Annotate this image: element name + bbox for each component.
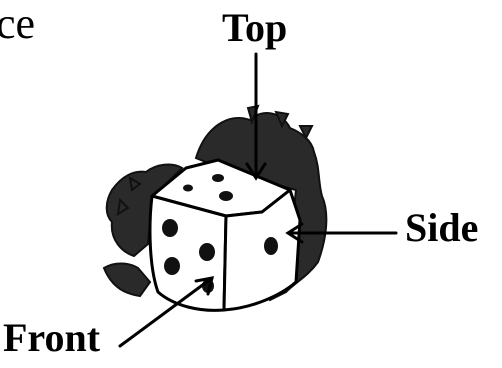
pip [164, 257, 180, 275]
top-label: Top [222, 8, 287, 48]
front-label: Front [3, 318, 100, 358]
pip [212, 174, 224, 182]
pip [264, 237, 278, 255]
side-label: Side [405, 208, 478, 248]
side-face-pips [264, 237, 278, 255]
pip [183, 185, 193, 192]
partial-word-label: ce [0, 2, 35, 46]
pip [219, 191, 233, 201]
pip [199, 243, 215, 261]
pip [162, 219, 178, 237]
